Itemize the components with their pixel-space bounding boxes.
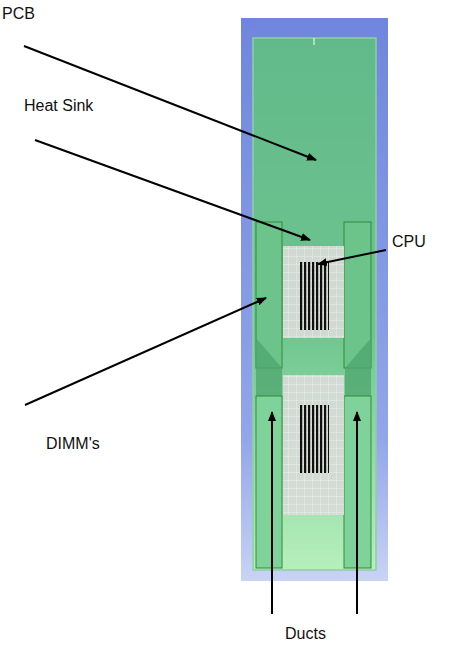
- leader-arrow: [318, 250, 386, 264]
- pcb-mark: [314, 38, 315, 45]
- part-label: CPU: [392, 232, 426, 251]
- leader-arrow: [25, 298, 266, 405]
- heat-sink-fins: [300, 262, 329, 330]
- heat-sink: [283, 375, 344, 515]
- duct: [345, 338, 371, 396]
- part-label: DIMM's: [46, 434, 100, 453]
- heat-sink-fins: [300, 405, 329, 473]
- leader-arrow: [271, 412, 273, 614]
- part-label: Ducts: [285, 624, 326, 643]
- duct: [256, 338, 282, 396]
- dimm: [256, 396, 282, 568]
- leader-arrow: [24, 46, 316, 160]
- part-label: Heat Sink: [24, 96, 93, 115]
- part-label: PCB: [2, 4, 35, 23]
- leader-arrow: [356, 412, 358, 614]
- leader-arrow: [35, 140, 310, 240]
